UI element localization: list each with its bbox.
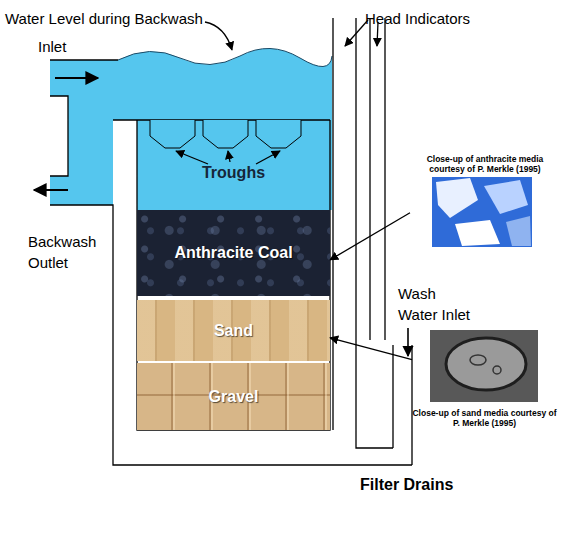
trough <box>256 120 301 148</box>
water-surface <box>118 48 332 66</box>
photo-callout: Close-up of anthracite media courtesy of… <box>410 152 560 250</box>
water-zone: Troughs <box>137 121 330 210</box>
grain-detail <box>470 355 486 365</box>
media-layer: Anthracite Coal <box>137 210 330 296</box>
grain-detail <box>493 366 501 374</box>
photo-frame <box>430 330 538 402</box>
photo-frame <box>432 177 532 247</box>
layer-label: Gravel <box>209 388 259 406</box>
water-level-arrow <box>205 22 232 50</box>
part-label: Head Indicators <box>365 8 500 29</box>
outlet-arrow <box>34 189 68 191</box>
part-label: Backwash Outlet <box>28 231 108 273</box>
media-layer: Sand <box>137 300 330 361</box>
trough-arrow <box>256 151 280 164</box>
tank-walls <box>50 18 412 465</box>
layer-label: Anthracite Coal <box>174 244 292 262</box>
trough-arrow <box>176 151 208 164</box>
wash-water-arrow <box>407 328 409 356</box>
leader-arrow <box>330 213 410 260</box>
inlet-arrow <box>55 77 98 79</box>
coal-grain <box>484 180 528 214</box>
coal-grain <box>506 216 531 246</box>
media-layer: Gravel <box>137 363 330 430</box>
part-label: Inlet <box>38 36 88 57</box>
photo-callout: Close-up of sand media courtesy of P. Me… <box>412 328 557 430</box>
sand-grain <box>446 338 526 390</box>
leader-arrow <box>330 338 412 360</box>
part-label: Filter Drains <box>360 474 490 495</box>
backwash-water <box>50 48 332 210</box>
head-indicator-arrow <box>345 20 368 46</box>
photo-caption: Close-up of sand media courtesy of P. Me… <box>412 408 557 428</box>
anthracite-photo <box>432 177 532 247</box>
layer-label: Sand <box>214 322 253 340</box>
trough <box>150 120 195 148</box>
photo-caption: Close-up of anthracite media courtesy of… <box>410 154 560 174</box>
troughs <box>150 120 301 148</box>
sand-photo <box>430 330 538 402</box>
trough-arrow <box>228 151 230 162</box>
part-label: Wash Water Inlet <box>398 283 476 325</box>
part-label: Water Level during Backwash <box>5 8 220 29</box>
coal-grain <box>455 220 500 246</box>
trough <box>203 120 248 148</box>
coal-grain <box>436 178 478 218</box>
layer-label: Troughs <box>202 164 265 182</box>
